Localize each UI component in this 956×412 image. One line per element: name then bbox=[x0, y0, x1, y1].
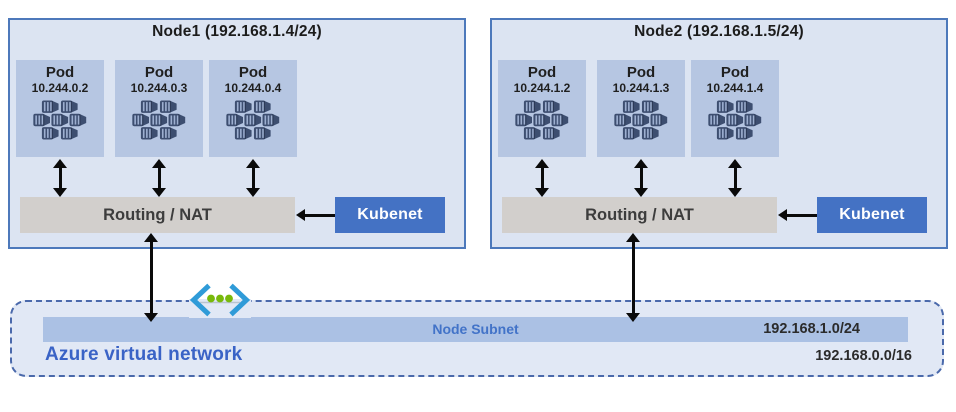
routing-nat-label: Routing / NAT bbox=[585, 205, 694, 224]
pod-routing-arrow bbox=[152, 159, 166, 197]
pod-routing-arrow bbox=[535, 159, 549, 197]
node1-title: Node1 (192.168.1.4/24) bbox=[152, 23, 322, 40]
node1-pod-1: Pod 10.244.0.2 bbox=[16, 60, 104, 157]
pod-label: Pod bbox=[144, 64, 174, 81]
node1-subnet-arrow bbox=[144, 233, 158, 322]
pod-ip: 10.244.0.2 bbox=[31, 81, 89, 95]
node-subnet-bar: Node Subnet 192.168.1.0/24 bbox=[43, 317, 908, 342]
node2-pod-1: Pod 10.244.1.2 bbox=[498, 60, 586, 157]
pod-label: Pod bbox=[238, 64, 268, 81]
node2-subnet-arrow bbox=[626, 233, 640, 322]
containers-cluster-icon bbox=[226, 100, 280, 140]
node1-box: Node1 (192.168.1.4/24) Pod 10.244.0.2 Po… bbox=[8, 18, 466, 249]
node1-routing-nat-bar: Routing / NAT bbox=[20, 197, 295, 233]
pod-ip: 10.244.1.3 bbox=[612, 81, 670, 95]
kubenet-label: Kubenet bbox=[839, 206, 905, 223]
pod-routing-arrow bbox=[246, 159, 260, 197]
containers-cluster-icon bbox=[614, 100, 668, 140]
node-subnet-label: Node Subnet bbox=[432, 321, 519, 337]
pod-label: Pod bbox=[527, 64, 557, 81]
pod-routing-arrow bbox=[634, 159, 648, 197]
pod-ip: 10.244.1.2 bbox=[513, 81, 571, 95]
node1-pod-2: Pod 10.244.0.3 bbox=[115, 60, 203, 157]
node2-box: Node2 (192.168.1.5/24) Pod 10.244.1.2 Po… bbox=[490, 18, 948, 249]
pod-label: Pod bbox=[626, 64, 656, 81]
azure-virtual-network-icon bbox=[189, 282, 251, 318]
kubenet-routing-arrow bbox=[296, 209, 335, 221]
containers-cluster-icon bbox=[515, 100, 569, 140]
node2-pod-3: Pod 10.244.1.4 bbox=[691, 60, 779, 157]
kubenet-label: Kubenet bbox=[357, 206, 423, 223]
kubenet-routing-arrow bbox=[778, 209, 817, 221]
node2-routing-nat-bar: Routing / NAT bbox=[502, 197, 777, 233]
containers-cluster-icon bbox=[708, 100, 762, 140]
pod-label: Pod bbox=[45, 64, 75, 81]
node2-title: Node2 (192.168.1.5/24) bbox=[634, 23, 804, 40]
routing-nat-label: Routing / NAT bbox=[103, 205, 212, 224]
containers-cluster-icon bbox=[33, 100, 87, 140]
node-subnet-cidr: 192.168.1.0/24 bbox=[763, 321, 860, 337]
pod-label: Pod bbox=[720, 64, 750, 81]
node2-kubenet-box: Kubenet bbox=[817, 197, 927, 233]
pod-routing-arrow bbox=[53, 159, 67, 197]
containers-cluster-icon bbox=[132, 100, 186, 140]
pod-ip: 10.244.0.4 bbox=[224, 81, 282, 95]
vnet-label: Azure virtual network bbox=[45, 344, 243, 365]
pod-ip: 10.244.1.4 bbox=[706, 81, 764, 95]
node1-pod-3: Pod 10.244.0.4 bbox=[209, 60, 297, 157]
vnet-cidr: 192.168.0.0/16 bbox=[815, 348, 912, 364]
pod-ip: 10.244.0.3 bbox=[130, 81, 188, 95]
node1-kubenet-box: Kubenet bbox=[335, 197, 445, 233]
pod-routing-arrow bbox=[728, 159, 742, 197]
node2-pod-2: Pod 10.244.1.3 bbox=[597, 60, 685, 157]
